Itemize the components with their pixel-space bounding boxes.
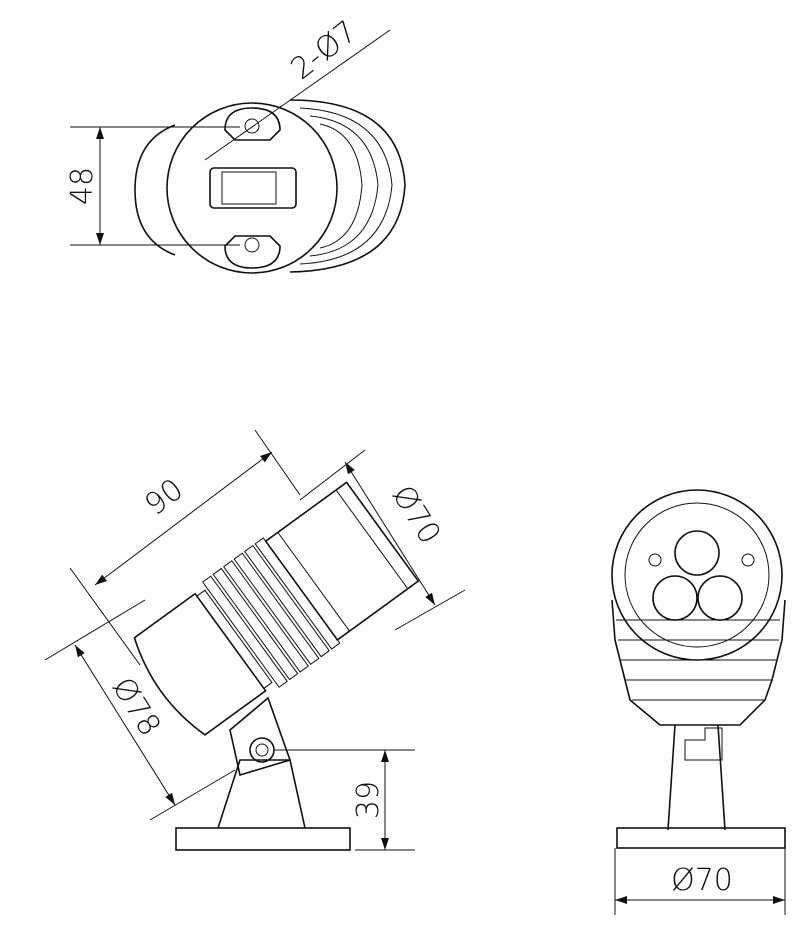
base <box>175 827 351 851</box>
height-dimension: 39 <box>351 781 386 819</box>
front-view: Ø70 <box>611 489 786 915</box>
length-dimension: 90 <box>139 472 191 523</box>
stand <box>217 759 306 829</box>
mount-plate <box>166 102 338 274</box>
front-base <box>616 827 786 849</box>
front-stand <box>667 724 726 831</box>
top-view: 48 2-Ø7 <box>65 14 406 274</box>
pivot-knob <box>249 737 275 763</box>
front-bezel <box>611 489 783 661</box>
base-diameter-dimension: Ø70 <box>671 863 733 898</box>
spacing-dimension: 48 <box>65 167 100 205</box>
bracket-outline <box>134 124 176 256</box>
fin-body <box>611 599 786 726</box>
hole-bottom <box>244 237 260 253</box>
hole-top <box>244 118 260 134</box>
clip <box>209 167 297 209</box>
led-lens-top <box>674 530 720 576</box>
side-view: 90 Ø70 Ø78 39 <box>44 429 466 851</box>
screw-left <box>648 553 662 567</box>
led-lens-right <box>697 575 743 621</box>
led-lens-left <box>652 575 698 621</box>
fins <box>196 537 341 690</box>
screw-right <box>741 553 755 567</box>
heatsink-outline <box>289 99 406 273</box>
hole-leader <box>204 29 391 161</box>
